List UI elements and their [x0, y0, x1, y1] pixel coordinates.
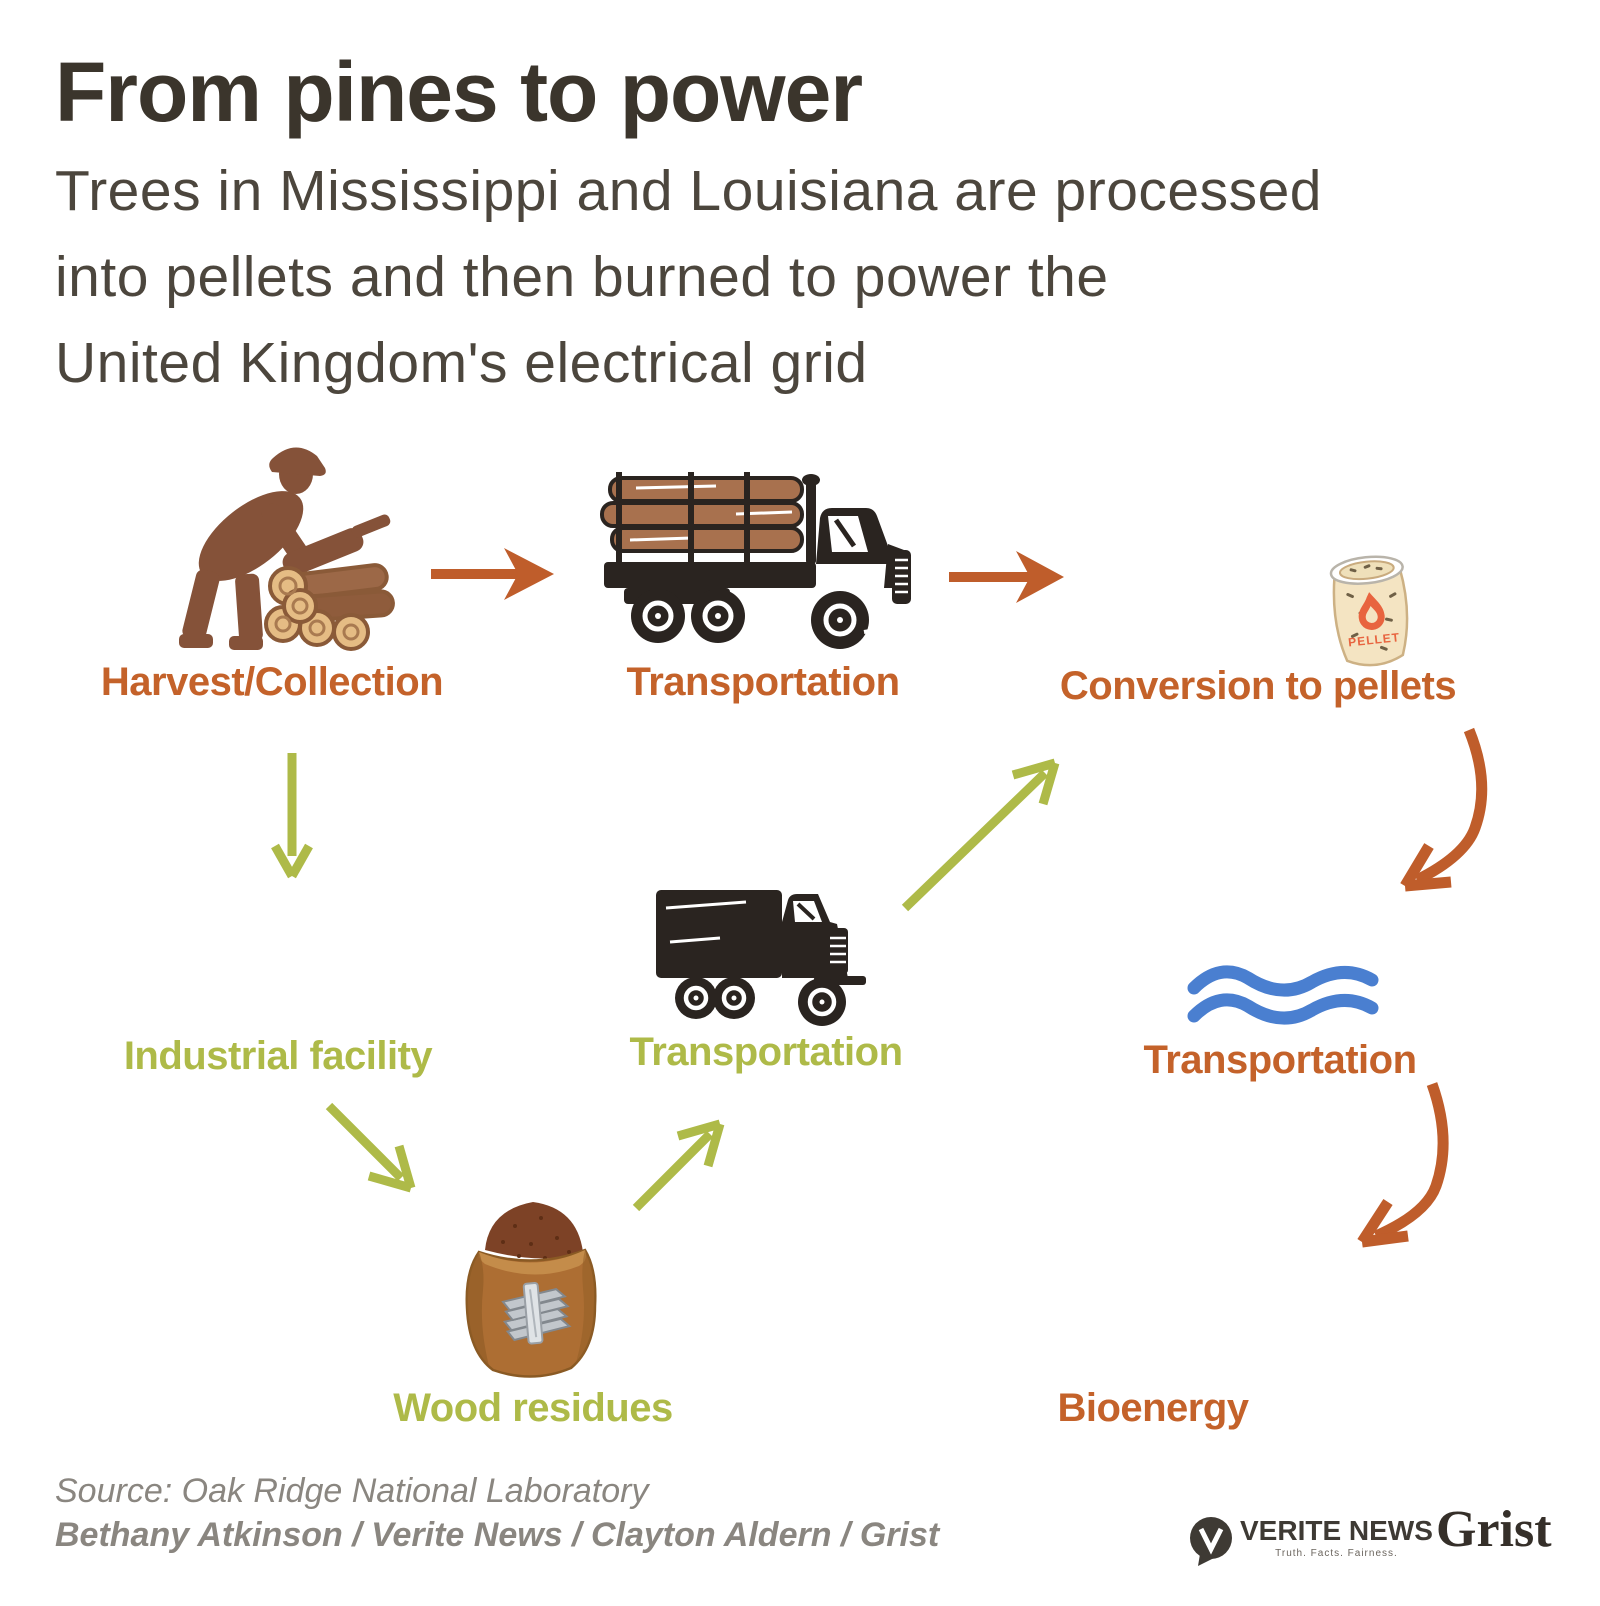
subtitle-line-3: United Kingdom's electrical grid — [55, 331, 868, 395]
verite-tagline: Truth. Facts. Fairness. — [1275, 1548, 1398, 1559]
verite-logo-text: VERITE NEWS — [1240, 1515, 1433, 1546]
label-transportation-logs: Transportation — [626, 660, 900, 704]
box-truck-icon — [656, 890, 866, 1026]
green-arrow-up-right-icon — [901, 758, 1060, 912]
source-text: Source: Oak Ridge National Laboratory — [55, 1472, 649, 1510]
orange-arrow-right-icon — [949, 551, 1064, 603]
label-conversion-to-pellets: Conversion to pellets — [1059, 664, 1457, 708]
lumberjack-logs-icon — [179, 447, 395, 651]
label-transportation-residues: Transportation — [629, 1030, 903, 1074]
label-harvest-collection: Harvest/Collection — [100, 660, 444, 704]
green-arrow-down-right-icon — [325, 1102, 416, 1193]
orange-arrow-right-icon — [431, 548, 554, 600]
pellet-bag-label: PELLET — [1348, 630, 1401, 649]
subtitle-line-2: into pellets and then burned to power th… — [55, 245, 1109, 309]
label-wood-residues: Wood residues — [393, 1386, 673, 1430]
green-arrow-up-right-icon — [632, 1119, 725, 1212]
label-bioenergy: Bioenergy — [1057, 1386, 1249, 1430]
subtitle-line-1: Trees in Mississippi and Louisiana are p… — [55, 159, 1323, 223]
green-arrow-down-icon — [271, 753, 313, 879]
pellet-bag-icon: PELLET — [1329, 555, 1409, 667]
log-truck-icon — [600, 472, 911, 649]
water-waves-icon — [1187, 965, 1379, 1025]
page-subtitle: Trees in Mississippi and Louisiana are p… — [55, 148, 1575, 406]
page-title: From pines to power — [55, 45, 863, 139]
orange-curved-arrow-icon — [1357, 1082, 1449, 1248]
orange-curved-arrow-icon — [1400, 727, 1488, 892]
verite-speech-bubble-icon — [1190, 1517, 1232, 1566]
grist-logo-text: Grist — [1436, 1501, 1552, 1558]
verite-news-logo: VERITE NEWS Truth. Facts. Fairness. — [1188, 1516, 1433, 1568]
wood-residues-sack-icon — [465, 1202, 597, 1378]
credits-text: Bethany Atkinson / Verite News / Clayton… — [55, 1516, 940, 1554]
label-transportation-sea: Transportation — [1143, 1038, 1417, 1082]
label-industrial-facility: Industrial facility — [123, 1034, 433, 1078]
